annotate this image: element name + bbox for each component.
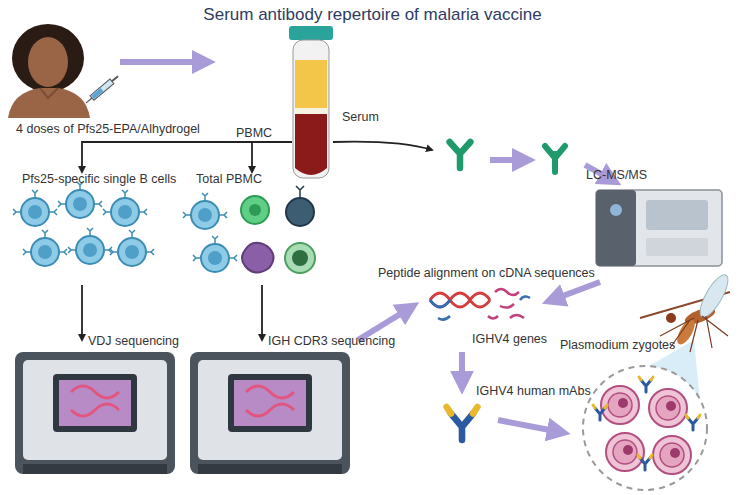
alignment-label: Peptide alignment on cDNA sequences xyxy=(378,266,595,280)
pbmc-label: PBMC xyxy=(236,126,272,140)
bcell-label: Pfs25-specific single B cells xyxy=(22,172,176,186)
gene-label: IGHV4 genes xyxy=(472,332,547,346)
sequencing-label: IGH CDR3 sequencing xyxy=(268,334,395,348)
sequencing-label: VDJ sequencing xyxy=(88,334,179,348)
serum-label: Serum xyxy=(342,110,379,124)
diagram-title: Serum antibody repertoire of malaria vac… xyxy=(0,5,745,25)
pbmc-label: Total PBMC xyxy=(196,172,262,186)
mab-label: IGHV4 human mAbs xyxy=(476,384,591,398)
dose-label: 4 doses of Pfs25-EPA/Alhydrogel xyxy=(16,122,200,136)
zygote-label: Plasmodium zygotes xyxy=(560,338,675,352)
instrument-label: LC-MS/MS xyxy=(586,168,647,182)
